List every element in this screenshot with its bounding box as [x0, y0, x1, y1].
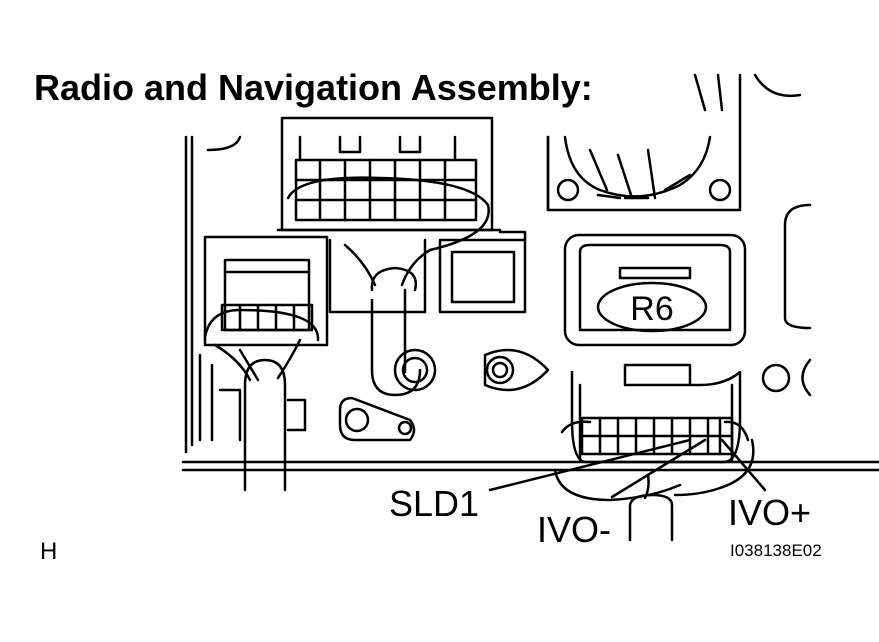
terminal-label-ivo-plus: IVO+: [728, 492, 812, 533]
mounting-bracket: [338, 348, 812, 442]
left-wire-harness: [198, 338, 307, 492]
left-connector: [203, 235, 329, 347]
corner-letter: H: [40, 538, 58, 565]
cooling-fan: [546, 73, 802, 212]
target-connector: [560, 363, 750, 464]
terminal-label-ivo-minus: IVO-: [537, 509, 612, 550]
center-wire-harness: [343, 243, 437, 397]
connector-label: R6: [630, 290, 673, 328]
small-connector: [328, 230, 527, 314]
top-connector: [276, 116, 502, 252]
ivo-minus-leader: [610, 438, 707, 499]
bottom-wire-harness: [553, 438, 755, 542]
leader-lines: [488, 438, 767, 499]
ivo-plus-leader: [720, 438, 767, 492]
r6-connector: R6: [563, 233, 747, 347]
sld1-leader: [488, 438, 692, 492]
diagram-title: Radio and Navigation Assembly:: [34, 67, 593, 108]
figure-code: I038138E02: [730, 541, 822, 560]
terminal-label-sld1: SLD1: [389, 483, 480, 524]
